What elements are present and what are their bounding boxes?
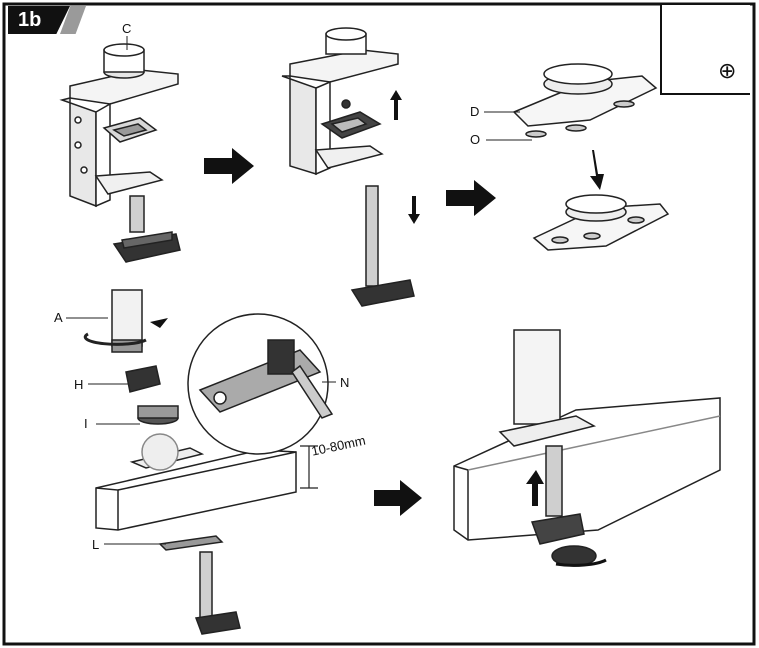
clamp-assembly — [59, 43, 181, 263]
label-h: H — [74, 377, 84, 392]
arrow-up-5 — [526, 470, 544, 506]
pole-exploded — [83, 289, 179, 425]
arrow-right-2 — [446, 180, 496, 216]
mounted-assembly — [453, 329, 721, 567]
label-n: N — [340, 375, 350, 390]
label-o: O — [470, 132, 481, 147]
arrow-right-1 — [204, 148, 254, 184]
tool-box — [660, 5, 750, 95]
arrow-down-3 — [590, 150, 604, 190]
desk — [95, 433, 297, 531]
phillips-icon: ⊕ — [718, 58, 737, 83]
label-a: A — [54, 310, 63, 325]
leader-lines — [66, 36, 532, 545]
arrow-down-2 — [408, 196, 420, 224]
base-plate-upper — [512, 63, 658, 138]
label-d: D — [470, 104, 480, 119]
clamp-disassembly — [281, 27, 415, 307]
arrow-right-3 — [374, 480, 422, 516]
dimension-bracket — [300, 445, 318, 489]
bolt-assembly — [158, 535, 241, 635]
label-l: L — [92, 537, 100, 552]
step-badge: 1b — [8, 6, 70, 34]
label-c: C — [122, 21, 132, 36]
arrow-up-2 — [390, 90, 402, 120]
label-i: I — [84, 416, 88, 431]
arrow-rotate-a — [150, 318, 168, 328]
arrow-rotate-5 — [555, 558, 607, 567]
base-plate-lower — [532, 194, 670, 251]
detail-zoom — [187, 313, 334, 455]
